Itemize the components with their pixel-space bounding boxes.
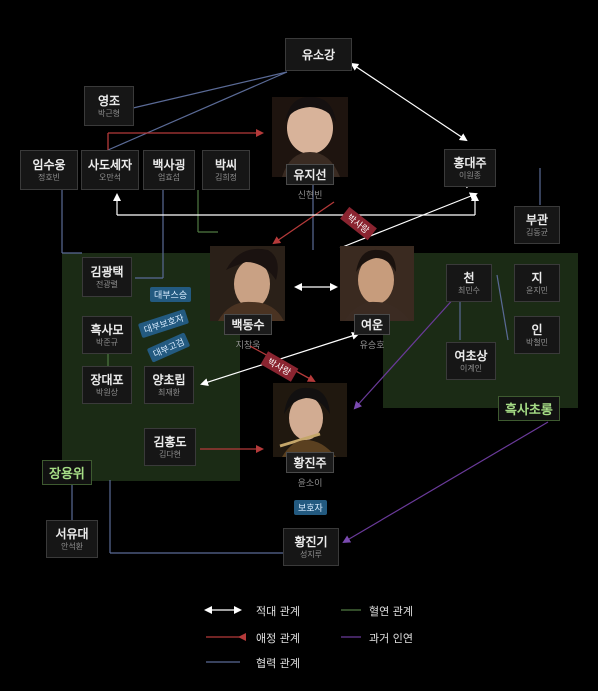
char-cheon-actor: 최민수	[457, 285, 481, 295]
char-yeongjo-name: 영조	[97, 93, 121, 108]
badge-bohoja: 보호자	[294, 500, 327, 515]
char-yusogang[interactable]: 유소강	[285, 38, 352, 71]
char-imsuung-name: 임수웅	[32, 157, 66, 172]
char-hongdaeju-actor: 이원종	[458, 170, 482, 180]
char-hwangjingi-name: 황진기	[294, 534, 328, 549]
char-jangdaepo-name: 장대포	[90, 372, 124, 387]
char-yeoun[interactable]: 여운 유승호	[346, 314, 398, 351]
char-seoyudae-actor: 안석환	[60, 541, 84, 551]
char-baekdongsu-actor: 지창욱	[235, 341, 261, 351]
char-sado-name: 사도세자	[87, 157, 133, 172]
char-in-actor: 박철민	[525, 337, 549, 347]
char-baeksagwang-name: 백사굉	[152, 157, 186, 172]
group-label-jangyongwi: 장용위	[42, 460, 92, 485]
char-gimhongdo-name: 김홍도	[153, 434, 187, 449]
char-gimgwangtaek[interactable]: 김광택 전광렬	[82, 257, 132, 297]
char-heuksamo[interactable]: 흑사모 박준규	[82, 316, 132, 354]
char-hwangjingi[interactable]: 황진기 성지루	[283, 528, 339, 566]
char-gimgwangtaek-actor: 전광렬	[95, 279, 119, 289]
char-hongdaeju[interactable]: 홍대주 이원종	[444, 149, 496, 187]
char-bakssi-name: 박씨	[214, 157, 238, 172]
char-gimhongdo[interactable]: 김홍도 김다현	[144, 428, 196, 466]
char-seoyudae-name: 서유대	[55, 526, 89, 541]
char-imsuung-actor: 정호빈	[37, 172, 61, 182]
char-seoyudae[interactable]: 서유대 안석환	[46, 520, 98, 558]
char-bugwan[interactable]: 부관 김동균	[514, 206, 560, 244]
char-in[interactable]: 인 박철민	[514, 316, 560, 354]
char-baeksagwang-actor: 엄효섭	[157, 172, 181, 182]
legend-blood: 혈연 관계	[369, 605, 413, 618]
char-yeochosang[interactable]: 여초상 이계인	[446, 342, 496, 380]
char-gimgwangtaek-name: 김광택	[90, 264, 124, 279]
char-yeochosang-actor: 이계인	[459, 363, 483, 373]
char-ji[interactable]: 지 윤지민	[514, 264, 560, 302]
char-gimhongdo-actor: 김다현	[158, 449, 182, 459]
char-hwangjinju-actor: 윤소이	[297, 479, 323, 489]
char-yujiseon[interactable]: 유지선 신현빈	[282, 164, 338, 201]
char-in-name: 인	[531, 322, 543, 337]
char-heuksamo-name: 흑사모	[90, 322, 124, 337]
char-sado-actor: 오만석	[98, 172, 122, 182]
char-baeksagwang[interactable]: 백사굉 엄효섭	[143, 150, 195, 190]
char-bugwan-actor: 김동균	[525, 227, 549, 237]
badge-daebu-seuseung: 대부스승	[150, 287, 192, 302]
char-yusogang-name: 유소강	[301, 47, 336, 62]
char-heuksamo-actor: 박준규	[95, 337, 119, 347]
char-yangchorip-name: 양초립	[152, 372, 186, 387]
char-sado[interactable]: 사도세자 오만석	[81, 150, 139, 190]
char-baekdongsu[interactable]: 백동수 지창욱	[220, 314, 276, 351]
char-bakssi[interactable]: 박씨 김희정	[202, 150, 250, 190]
portrait-yeoun[interactable]	[340, 246, 414, 321]
past-lines	[342, 295, 549, 544]
char-yeoun-actor: 유승호	[359, 341, 385, 351]
char-ji-name: 지	[531, 270, 543, 285]
legend-lines	[204, 606, 361, 663]
char-baekdongsu-name: 백동수	[224, 314, 272, 335]
char-hwangjinju-name: 황진주	[286, 452, 334, 473]
char-yujiseon-actor: 신현빈	[297, 191, 323, 201]
char-bakssi-actor: 김희정	[214, 172, 238, 182]
char-ji-actor: 윤지민	[525, 285, 549, 295]
portrait-hwangjinju[interactable]	[273, 383, 347, 457]
char-bugwan-name: 부관	[525, 212, 549, 227]
char-hwangjingi-actor: 성지루	[299, 549, 323, 559]
char-yeongjo-actor: 박근형	[97, 108, 121, 118]
coop-lines	[61, 71, 541, 554]
char-yeochosang-name: 여초상	[454, 348, 488, 363]
char-yangchorip[interactable]: 양초립 최재환	[144, 366, 194, 404]
char-cheon-name: 천	[463, 270, 475, 285]
char-jangdaepo[interactable]: 장대포 박원상	[82, 366, 132, 404]
legend-love: 애정 관계	[256, 632, 300, 645]
char-yeoun-name: 여운	[353, 314, 391, 335]
legend-hostile: 적대 관계	[256, 605, 300, 618]
legend-coop: 협력 관계	[256, 657, 300, 670]
group-label-heuksachorong: 흑사초롱	[498, 396, 560, 421]
char-jangdaepo-actor: 박원상	[95, 387, 119, 397]
char-imsuung[interactable]: 임수웅 정호빈	[20, 150, 78, 190]
portrait-baekdongsu[interactable]	[210, 246, 285, 321]
char-cheon[interactable]: 천 최민수	[446, 264, 492, 302]
char-hongdaeju-name: 홍대주	[453, 155, 487, 170]
char-yangchorip-actor: 최재환	[157, 387, 181, 397]
legend-past: 과거 인연	[369, 632, 413, 645]
char-hwangjinju[interactable]: 황진주 윤소이	[282, 452, 338, 489]
char-yeongjo[interactable]: 영조 박근형	[84, 86, 134, 126]
char-yujiseon-name: 유지선	[286, 164, 334, 185]
